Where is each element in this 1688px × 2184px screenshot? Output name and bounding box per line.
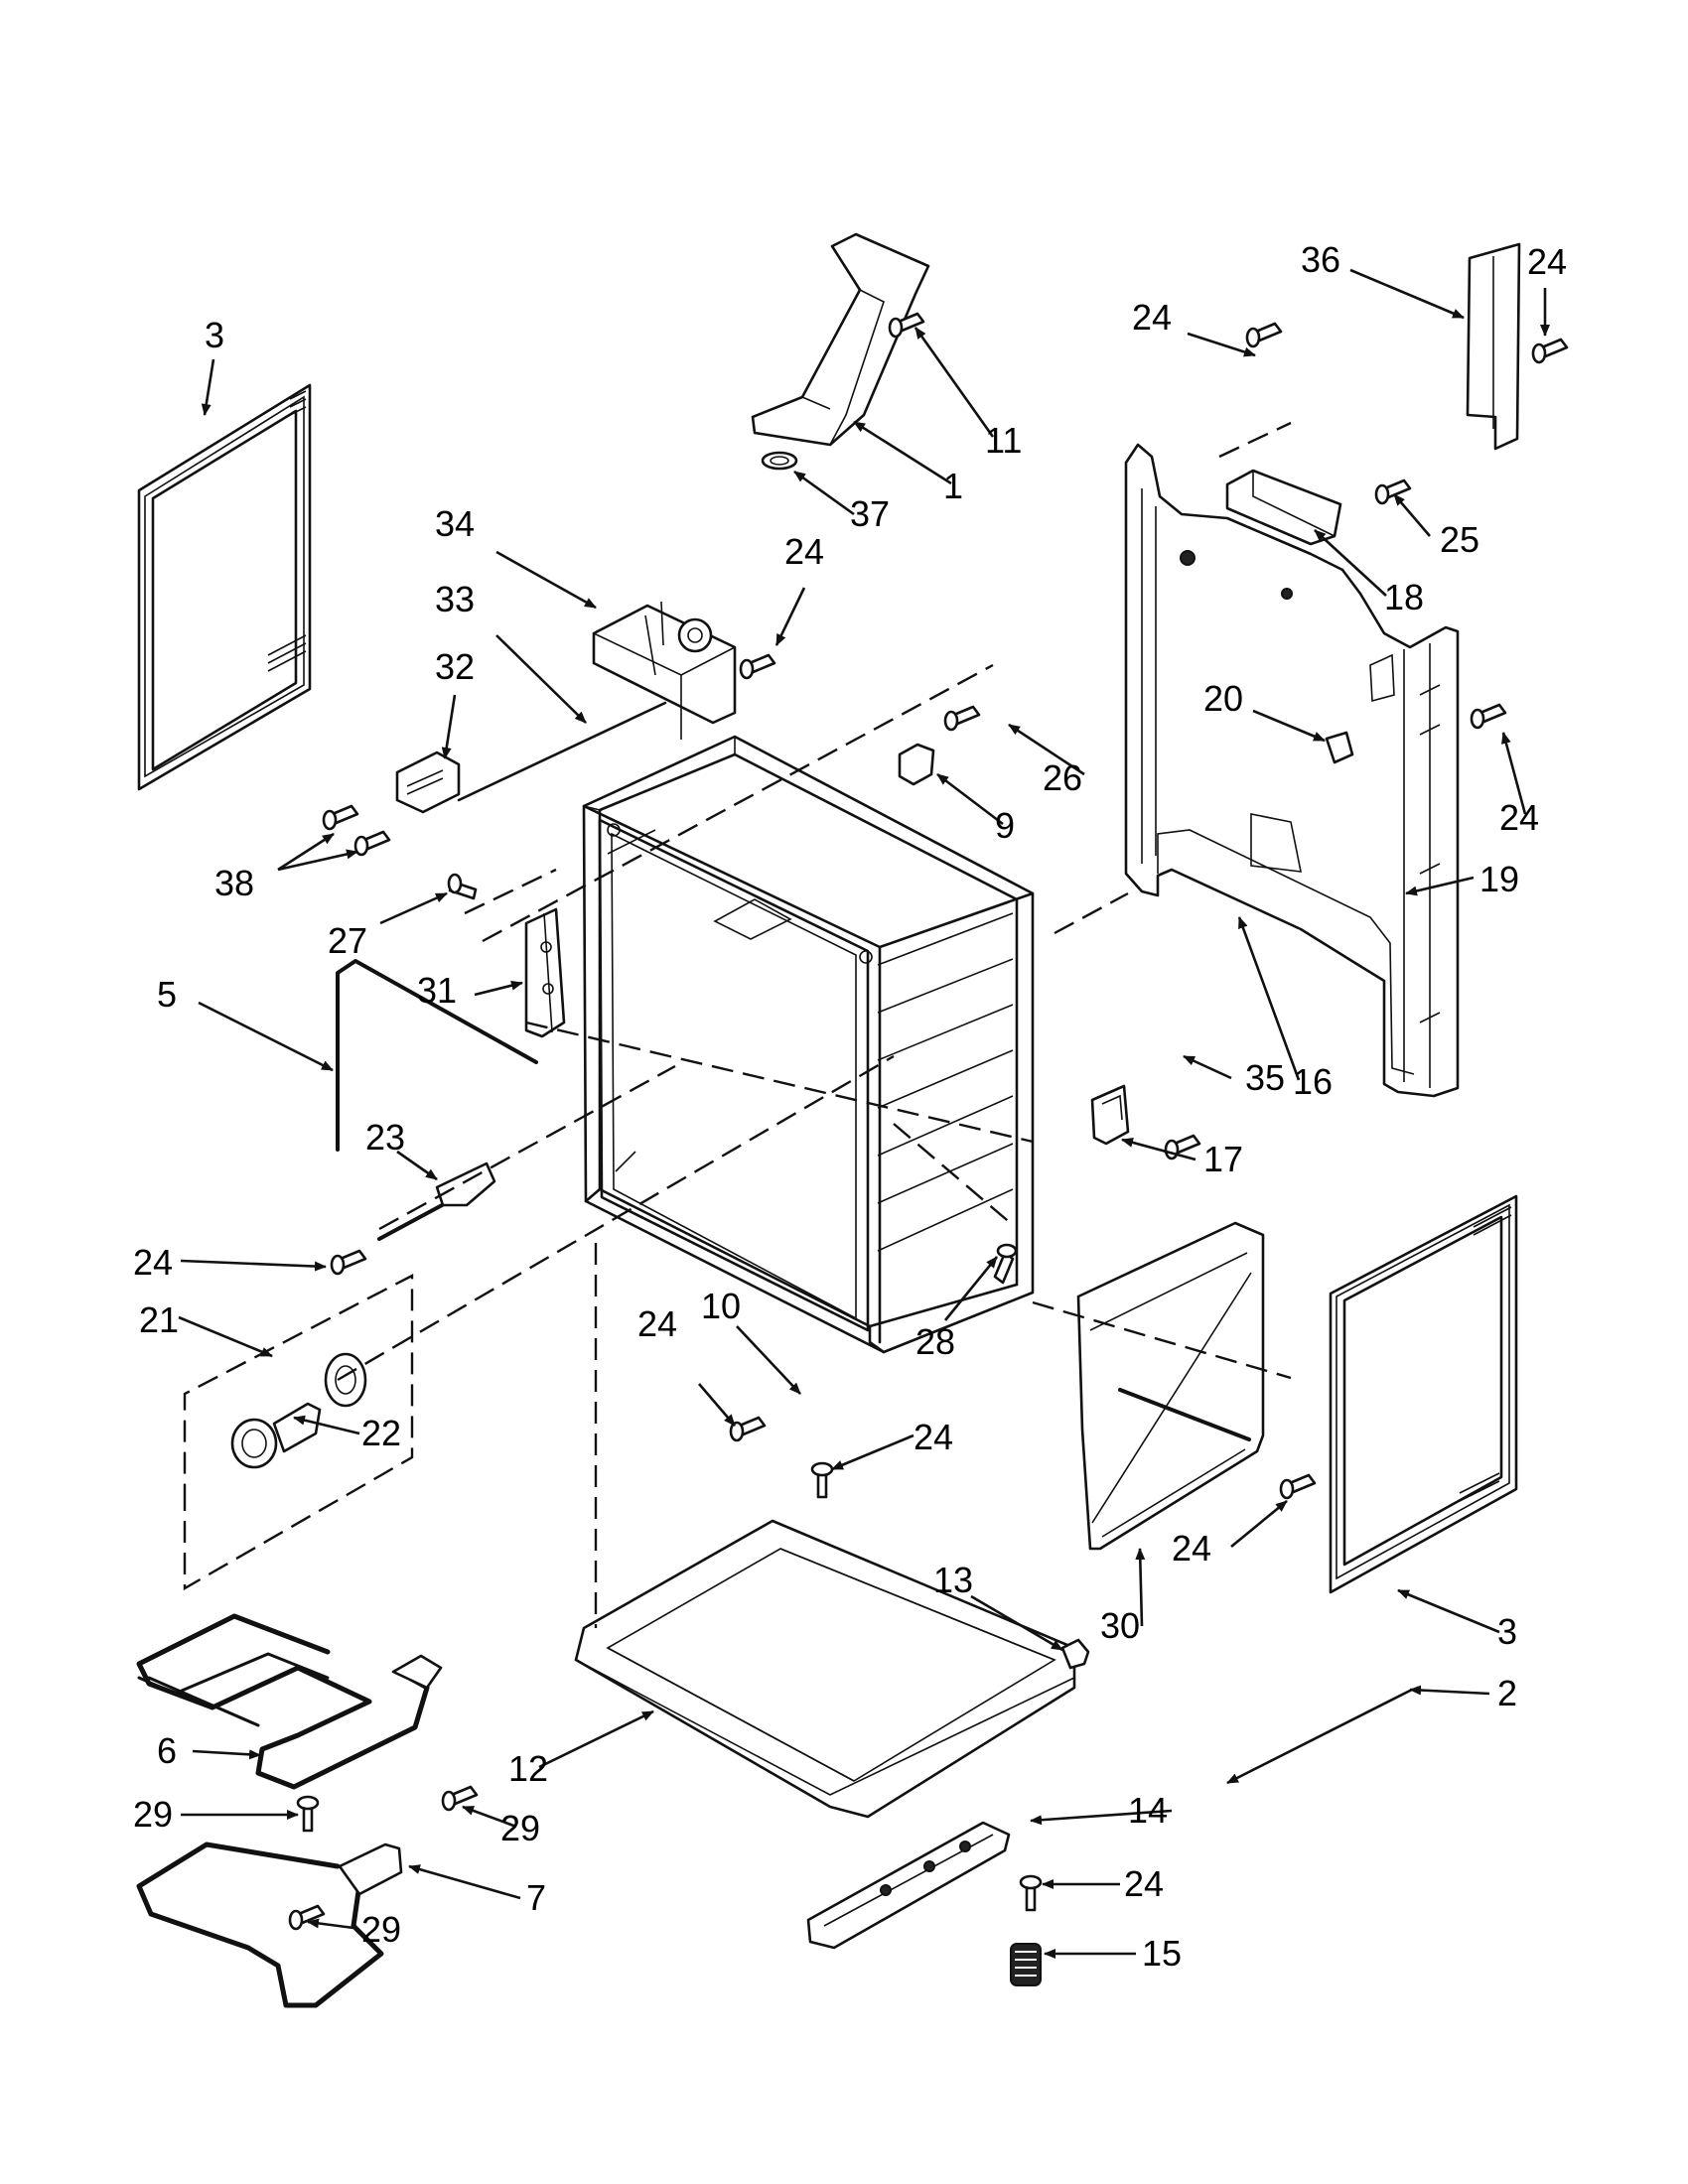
callout-29-a: 29 [133,1794,173,1835]
callout-labels: 1 2 3 3 5 6 7 9 10 11 12 13 14 15 16 17 … [133,239,1567,1974]
callout-28: 28 [915,1321,955,1362]
part-20-plug [1325,731,1354,764]
callout-21: 21 [139,1299,179,1340]
callout-26: 26 [1043,757,1082,798]
callout-24-b: 24 [1527,241,1567,282]
callout-27: 27 [328,920,367,961]
dashed-boundaries [183,421,1292,1628]
callout-12: 12 [508,1748,548,1789]
callout-35: 35 [1245,1057,1285,1098]
part-21-light-assembly [230,1352,367,1469]
callout-9: 9 [995,805,1015,846]
side-panel-left [137,383,312,791]
callout-24-h: 24 [1172,1528,1211,1569]
callout-22: 22 [361,1413,401,1453]
part-19-back-panel [1124,443,1460,1098]
callout-24-f: 24 [637,1303,677,1344]
callout-30: 30 [1100,1605,1140,1646]
part-12-oven-bottom [574,1519,1076,1819]
callout-24-g: 24 [914,1417,953,1457]
leader-arrows [178,268,1550,1959]
callout-17: 17 [1203,1139,1243,1179]
callout-24-c: 24 [784,531,824,572]
callout-11: 11 [985,420,1022,461]
callout-29-b: 29 [500,1808,540,1848]
side-panel-right [1329,1194,1518,1594]
oven-cavity [582,735,1035,1354]
part-30-heat-shield [1076,1221,1265,1551]
part-31-hinge [524,907,566,1038]
part-36-bracket [1466,242,1521,451]
callout-7: 7 [526,1877,546,1918]
part-1-bracket [751,232,930,471]
part-5-wire [336,959,538,1152]
callout-18: 18 [1384,577,1424,617]
callout-23: 23 [365,1117,405,1158]
callout-10: 10 [701,1286,741,1326]
callout-33: 33 [435,579,475,619]
part-7-broil-element [136,1842,403,2008]
callout-20: 20 [1203,678,1243,719]
callout-19: 19 [1479,859,1519,899]
callout-24-i: 24 [1124,1863,1164,1904]
callout-32: 32 [435,646,475,687]
callout-31: 31 [417,970,457,1011]
callout-6: 6 [157,1730,177,1771]
part-17-clip [1090,1084,1130,1146]
callout-5: 5 [157,974,177,1015]
callout-24-a: 24 [1132,297,1172,338]
callout-34: 34 [435,503,475,544]
part-15-leveling-leg [1010,1943,1042,1986]
callout-24-d: 24 [1499,797,1539,838]
callout-14: 14 [1128,1790,1168,1831]
callout-38: 38 [214,863,254,903]
callout-36: 36 [1301,239,1340,280]
callout-24-e: 24 [133,1242,173,1283]
callout-2: 2 [1497,1673,1517,1713]
callout-25: 25 [1440,519,1479,560]
part-18-bracket [1225,469,1342,546]
part-34-latch-assembly [395,601,737,814]
callout-15: 15 [1142,1933,1182,1974]
callout-29-c: 29 [361,1909,401,1950]
callout-1: 1 [943,466,963,506]
part-13-clip [1060,1638,1090,1670]
part-9-clip [898,743,935,786]
callout-3-left: 3 [205,315,224,355]
callout-16: 16 [1293,1061,1333,1102]
part-6-bake-element [136,1613,443,1790]
callout-13: 13 [933,1560,973,1600]
callout-37: 37 [850,493,890,534]
part-14-leveling-bracket [806,1821,1011,1950]
screws [288,312,1569,1931]
callout-3-right: 3 [1497,1611,1517,1652]
